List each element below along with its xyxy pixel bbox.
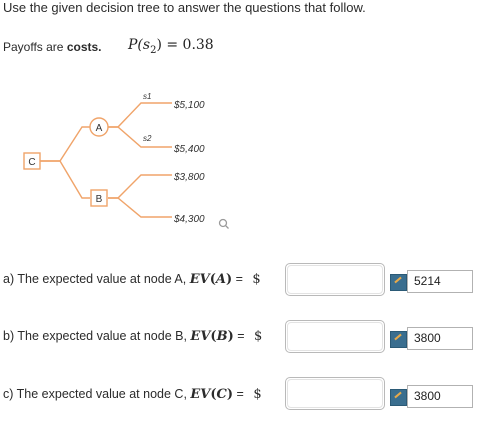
question-b-eq: = bbox=[233, 329, 248, 343]
question-c-text: c) The expected value at node C, bbox=[3, 387, 191, 401]
answer-b-input[interactable] bbox=[285, 320, 385, 353]
question-b: b) The expected value at node B, EV(B) =… bbox=[3, 329, 262, 344]
payoff-a-s2: $5,400 bbox=[173, 144, 205, 155]
node-c-label: C bbox=[28, 157, 35, 168]
probability-rhs: ) = 0.38 bbox=[156, 37, 214, 53]
decision-node-b bbox=[90, 189, 108, 207]
branch-c-to-a bbox=[40, 126, 90, 162]
node-a-label: A bbox=[96, 123, 103, 134]
payoff-b-1: $3,800 bbox=[173, 172, 205, 183]
branch-b-1 bbox=[108, 174, 172, 199]
payoffs-prefix: Payoffs are bbox=[3, 40, 67, 54]
question-b-currency: $ bbox=[253, 329, 263, 344]
search-icon[interactable] bbox=[218, 218, 229, 229]
probability-formula: P(s2) = 0.38 bbox=[128, 37, 214, 56]
probability-sub: 2 bbox=[150, 44, 157, 56]
node-b-label: B bbox=[96, 194, 103, 205]
question-a-text: a) The expected value at node A, bbox=[3, 272, 190, 286]
answer-key-icon bbox=[390, 389, 407, 406]
question-a: a) The expected value at node A, EV(A) =… bbox=[3, 272, 261, 287]
payoffs-bold: costs. bbox=[66, 40, 102, 54]
instructions-text: Use the given decision tree to answer th… bbox=[3, 0, 366, 15]
payoffs-note: Payoffs are costs. bbox=[3, 40, 102, 54]
question-b-math: EV(B) bbox=[190, 329, 234, 344]
question-b-text: b) The expected value at node B, bbox=[3, 329, 191, 343]
question-c-currency: $ bbox=[253, 387, 262, 402]
branch-b-2 bbox=[108, 197, 172, 218]
decision-node-c bbox=[23, 152, 41, 170]
branch-c-to-b bbox=[40, 160, 90, 199]
answer-b-value: 3800 bbox=[407, 327, 473, 350]
branch-a-s1 bbox=[108, 102, 172, 128]
branch-a-s2 bbox=[108, 126, 172, 148]
payoff-a-s1: $5,100 bbox=[173, 100, 205, 111]
question-c: c) The expected value at node C, EV(C) =… bbox=[3, 387, 262, 402]
branch-s2-label: s2 bbox=[143, 134, 152, 143]
question-a-math: EV(A) bbox=[189, 272, 233, 287]
question-c-math: EV(C) bbox=[190, 387, 234, 402]
answer-a-input[interactable] bbox=[285, 263, 385, 296]
chance-node-a bbox=[89, 117, 109, 137]
decision-tree: C A B s1 s2 $5,100 $5,400 $3,800 $4,300 bbox=[23, 92, 229, 229]
question-a-eq: = bbox=[232, 272, 247, 286]
question-c-eq: = bbox=[233, 387, 248, 401]
probability-text: P(s bbox=[128, 37, 151, 53]
tree-branches bbox=[23, 102, 172, 218]
answer-key-icon bbox=[390, 274, 407, 291]
branch-s1-label: s1 bbox=[143, 92, 151, 101]
answer-key-icon bbox=[390, 331, 407, 348]
question-a-currency: $ bbox=[252, 272, 261, 287]
answer-a-value: 5214 bbox=[407, 270, 473, 293]
answer-c-input[interactable] bbox=[285, 377, 385, 410]
payoff-b-2: $4,300 bbox=[173, 214, 205, 225]
answer-c-value: 3800 bbox=[407, 385, 473, 408]
